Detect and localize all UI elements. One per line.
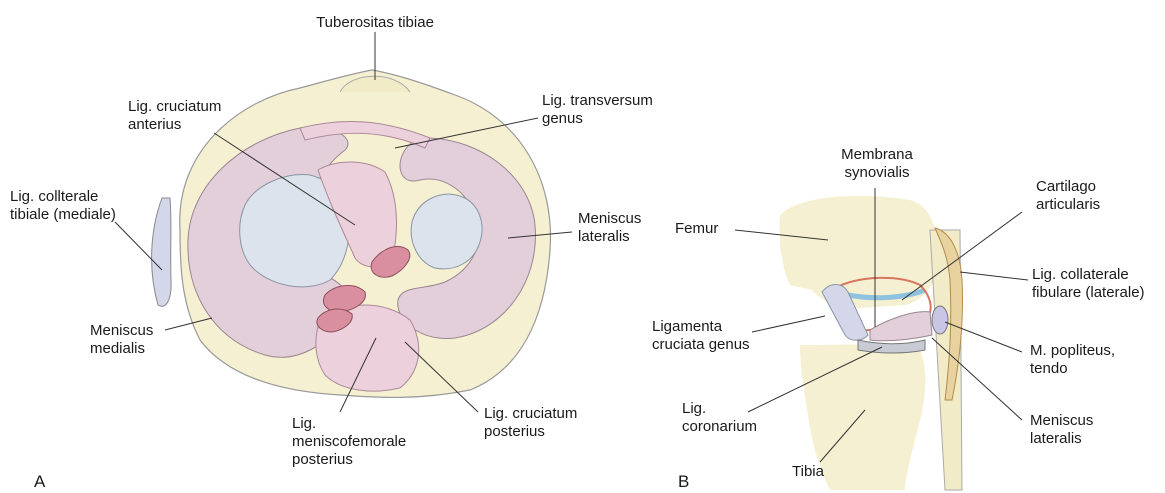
label-lig-collaterale-fibulare: Lig. collaterale fibulare (laterale)	[1032, 266, 1145, 302]
m-popliteus-tendo-shape	[932, 306, 948, 334]
lig-coronarium-shape	[858, 340, 925, 353]
label-lig-cruciatum-anterius: Lig. cruciatum anterius	[128, 98, 221, 134]
panel-b-drawing	[779, 196, 962, 490]
label-line: anterius	[128, 116, 221, 134]
panel-letter-b: B	[678, 472, 689, 492]
label-line: Lig. cruciatum	[484, 405, 577, 423]
label-line: Lig.	[682, 400, 757, 418]
label-line: Lig. collterale	[10, 188, 116, 206]
label-line: synovialis	[812, 164, 942, 182]
label-lig-meniscofemorale-posterius: Lig. meniscofemorale posterius	[292, 415, 406, 469]
leader-collateral-fibulare	[960, 272, 1028, 280]
label-tuberositas-tibiae: Tuberositas tibiae	[305, 14, 445, 32]
label-text: Tibia	[792, 463, 824, 480]
label-line: tibiale (mediale)	[10, 206, 116, 224]
lig-collaterale-tibiale-shape	[152, 198, 172, 306]
label-line: lateralis	[1030, 430, 1093, 448]
label-line: coronarium	[682, 418, 757, 436]
label-meniscus-lateralis-a: Meniscus lateralis	[578, 210, 641, 246]
label-lig-cruciatum-posterius: Lig. cruciatum posterius	[484, 405, 577, 441]
label-line: Lig.	[292, 415, 406, 433]
label-line: genus	[542, 110, 653, 128]
label-line: lateralis	[578, 228, 641, 246]
label-text: Femur	[675, 220, 718, 237]
label-line: posterius	[292, 451, 406, 469]
label-line: Membrana	[812, 146, 942, 164]
label-line: Lig. collaterale	[1032, 266, 1145, 284]
label-text: Tuberositas tibiae	[316, 14, 434, 31]
label-lig-collaterale-tibiale: Lig. collterale tibiale (mediale)	[10, 188, 116, 224]
label-line: Lig. transversum	[542, 92, 653, 110]
label-line: M. popliteus,	[1030, 342, 1115, 360]
label-tibia: Tibia	[792, 463, 824, 481]
label-line: Meniscus	[90, 322, 153, 340]
label-m-popliteus-tendo: M. popliteus, tendo	[1030, 342, 1115, 378]
label-cartilago-articularis: Cartilago articularis	[1036, 178, 1100, 214]
label-line: posterius	[484, 423, 577, 441]
label-membrana-synovialis: Membrana synovialis	[812, 146, 942, 182]
label-line: meniscofemorale	[292, 433, 406, 451]
label-line: fibulare (laterale)	[1032, 284, 1145, 302]
leader-cruciata	[752, 316, 825, 332]
lateral-articular-cartilage	[411, 194, 482, 269]
label-line: cruciata genus	[652, 336, 750, 354]
label-line: Cartilago	[1036, 178, 1100, 196]
label-line: Meniscus	[578, 210, 641, 228]
label-meniscus-lateralis-b: Meniscus lateralis	[1030, 412, 1093, 448]
label-line: medialis	[90, 340, 153, 358]
meniscus-lateralis-wedge	[870, 312, 932, 341]
label-line: Lig. cruciatum	[128, 98, 221, 116]
panel-letter-text: B	[678, 472, 689, 491]
label-line: Ligamenta	[652, 318, 750, 336]
panel-letter-a: A	[34, 472, 45, 492]
label-femur: Femur	[675, 220, 718, 238]
label-lig-coronarium: Lig. coronarium	[682, 400, 757, 436]
label-lig-transversum-genus: Lig. transversum genus	[542, 92, 653, 128]
label-meniscus-medialis: Meniscus medialis	[90, 322, 153, 358]
label-line: articularis	[1036, 196, 1100, 214]
panel-letter-text: A	[34, 472, 45, 491]
label-line: tendo	[1030, 360, 1115, 378]
label-ligamenta-cruciata-genus: Ligamenta cruciata genus	[652, 318, 750, 354]
label-line: Meniscus	[1030, 412, 1093, 430]
